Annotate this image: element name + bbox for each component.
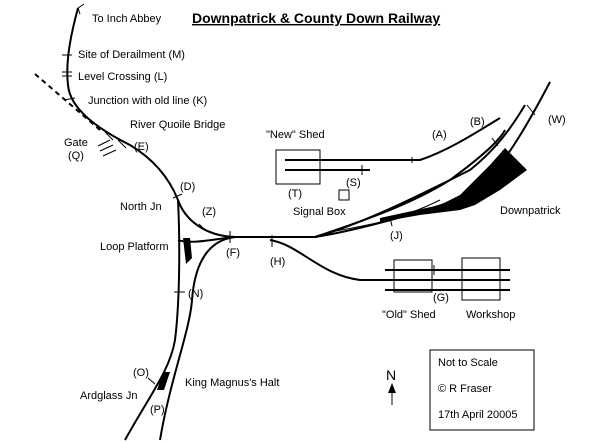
label-s: (S) (346, 177, 361, 189)
tick-marks (62, 54, 536, 385)
label-p: (P) (150, 404, 165, 416)
label-t: (T) (288, 188, 302, 200)
legend-date: 17th April 20005 (438, 409, 518, 421)
new-shed-track-1 (285, 117, 501, 161)
old-shed-box (393, 259, 433, 293)
quoile-bridge-hatch (97, 139, 117, 157)
label-q: (Q) (68, 150, 84, 162)
loop-platform-block (183, 238, 192, 264)
loop-west (124, 199, 181, 441)
north-arrow-track (77, 3, 85, 15)
label-a: (A) (432, 129, 447, 141)
legend-scale: Not to Scale (438, 357, 498, 369)
label-gate: Gate (64, 137, 88, 149)
legend-copyright: © R Fraser (438, 383, 492, 395)
label-ardglass: Ardglass Jn (80, 390, 137, 402)
label-old-shed: "Old" Shed (382, 309, 436, 321)
loop-east-south (159, 236, 236, 441)
signal-box-icon (338, 189, 350, 201)
new-shed-box (275, 149, 321, 185)
label-king-magnus: King Magnus's Halt (185, 377, 279, 389)
label-new-shed: "New" Shed (266, 129, 325, 141)
workshop-box (461, 257, 501, 301)
label-f: (F) (226, 247, 240, 259)
downpatrick-platform (380, 148, 527, 222)
main-line-north (66, 7, 179, 201)
king-magnus-platform (157, 372, 170, 390)
label-e: (E) (134, 141, 149, 153)
label-junction-old: Junction with old line (K) (88, 95, 207, 107)
label-inch-abbey: To Inch Abbey (92, 13, 162, 25)
label-n: (N) (188, 288, 203, 300)
line-h-to-sheds (269, 239, 510, 281)
north-arrow-icon (388, 383, 396, 405)
label-loop-platform: Loop Platform (100, 241, 168, 253)
label-derailment: Site of Derailment (M) (78, 49, 185, 61)
platform-line-2 (314, 129, 506, 238)
label-workshop: Workshop (466, 309, 515, 321)
label-downpatrick: Downpatrick (500, 205, 561, 217)
label-w: (W) (548, 114, 566, 126)
map-title: Downpatrick & County Down Railway (192, 10, 440, 26)
label-b: (B) (470, 116, 485, 128)
label-d: (D) (180, 181, 195, 193)
label-level-crossing: Level Crossing (L) (78, 71, 167, 83)
label-g: (G) (433, 292, 449, 304)
label-signal-box: Signal Box (293, 206, 346, 218)
legend-box (429, 349, 535, 431)
label-z: (Z) (202, 206, 216, 218)
north-letter: N (386, 367, 396, 383)
label-quoile: River Quoile Bridge (130, 119, 225, 131)
label-h: (H) (270, 256, 285, 268)
label-o: (O) (133, 367, 149, 379)
label-j: (J) (390, 230, 403, 242)
label-north-jn: North Jn (120, 201, 162, 213)
